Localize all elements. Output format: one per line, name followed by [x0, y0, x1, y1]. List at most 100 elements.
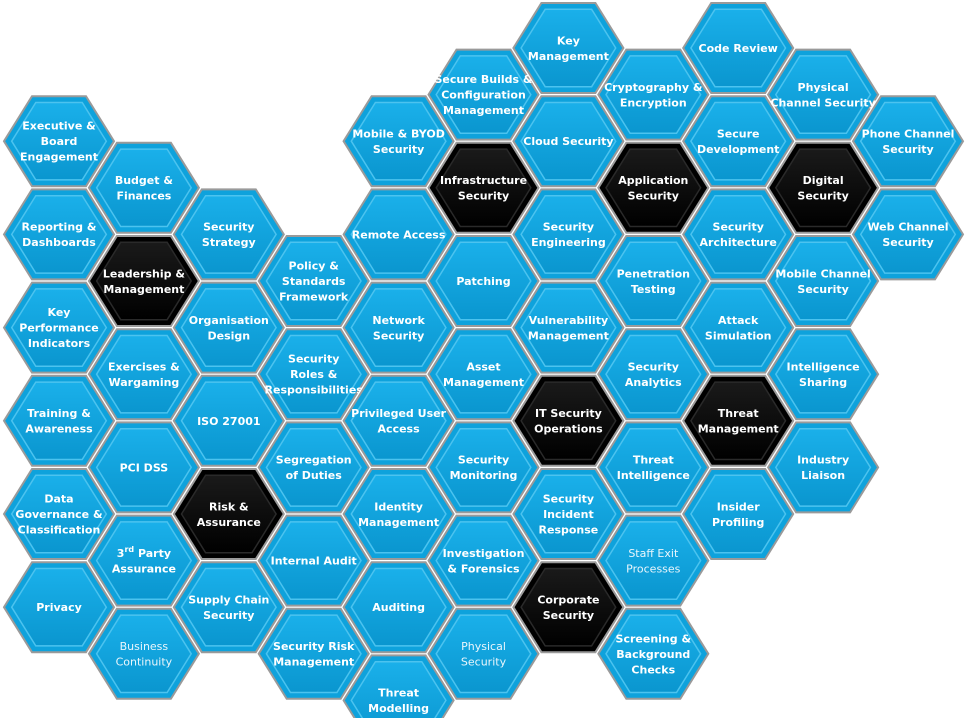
hex-patching: Patching	[427, 235, 540, 327]
hex-leadership-management: Leadership &Management	[87, 235, 201, 327]
hex-label: Key	[48, 306, 71, 319]
hex-label: Vulnerability	[529, 314, 608, 327]
hex-label: Awareness	[25, 423, 93, 436]
hex-label: Security	[882, 236, 933, 249]
hex-bevel	[520, 101, 617, 181]
hex-label: Penetration	[617, 267, 690, 280]
hex-bevel	[690, 194, 787, 274]
hex-label: Management	[358, 516, 439, 529]
hex-bevel	[605, 148, 702, 228]
hex-bevel	[690, 288, 787, 368]
hex-budget-finances: Budget &Finances	[87, 141, 201, 234]
hex-bevel	[859, 101, 957, 181]
hex-label: Security	[882, 143, 933, 156]
hex-label: Wargaming	[108, 376, 179, 389]
hex-label: Threat	[718, 407, 759, 420]
hex-label: Assurance	[197, 516, 261, 529]
hex-bevel	[520, 567, 617, 647]
hex-bevel	[774, 334, 872, 414]
hex-label: Classification	[18, 524, 101, 537]
hex-label: Response	[539, 524, 599, 537]
hex-label: Continuity	[116, 656, 173, 669]
hex-bevel	[180, 567, 277, 647]
hex-label: Screening &	[616, 632, 692, 645]
hex-bevel	[350, 567, 447, 647]
hex-label: Risk &	[209, 500, 249, 513]
hex-label: Architecture	[700, 236, 777, 249]
hex-bevel	[690, 381, 787, 461]
hex-label: Security Risk	[273, 640, 355, 653]
hex-bevel	[605, 614, 702, 694]
hex-label: Dashboards	[22, 236, 96, 249]
hex-bevel	[520, 474, 617, 554]
hex-bevel	[180, 474, 277, 554]
hex-label: Responsibilities	[265, 384, 364, 397]
hex-bevel	[350, 660, 447, 718]
hex-label: Exercises &	[108, 360, 180, 373]
hex-label: Policy &	[289, 260, 340, 273]
hex-label: Secure Builds &	[434, 73, 532, 86]
hex-label: Privileged User	[351, 407, 446, 420]
hex-label: ISO 27001	[197, 415, 260, 428]
hex-label: Reporting &	[22, 221, 97, 234]
hex-label: Encryption	[620, 96, 687, 109]
hex-risk-assurance: Risk & Assurance	[172, 468, 285, 560]
hex-label: Security	[458, 190, 509, 203]
hex-bevel	[265, 614, 362, 694]
hex-bevel	[10, 381, 108, 461]
hex-label: Engagement	[20, 151, 98, 164]
hex-bevel	[435, 148, 532, 228]
hex-label: Security	[458, 454, 509, 467]
hex-bevel	[435, 334, 532, 414]
hex-bevel	[95, 334, 193, 414]
hex-label: Testing	[631, 283, 676, 296]
hex-label: Simulation	[705, 329, 772, 342]
hex-label: PCI DSS	[120, 461, 169, 474]
hex-bevel	[180, 194, 277, 274]
hex-bevel	[520, 194, 617, 274]
hex-bevel	[95, 614, 193, 694]
hex-label: Access	[378, 423, 421, 436]
hex-label: Monitoring	[450, 469, 518, 482]
hex-auditing: Auditing	[342, 561, 455, 654]
hex-exercises-wargaming: Exercises & Wargaming	[87, 328, 201, 421]
hex-bevel	[10, 288, 108, 368]
hex-bevel	[180, 381, 277, 461]
hex-label: Analytics	[625, 376, 682, 389]
hex-label: Patching	[456, 275, 510, 288]
hex-label: Key	[557, 34, 580, 47]
hex-bevel	[180, 288, 277, 368]
hex-bevel	[435, 427, 532, 507]
hex-label: Management	[698, 423, 779, 436]
hex-label: Configuration	[441, 89, 526, 102]
hex-label: Security	[797, 190, 848, 203]
hex-label: Channel Security	[770, 96, 875, 109]
hex-label: Finances	[116, 190, 171, 203]
hex-bevel	[774, 241, 872, 321]
hex-bevel	[265, 241, 362, 321]
hex-label: Security	[543, 493, 594, 506]
hex-label: Processes	[626, 562, 680, 575]
hex-bevel	[605, 427, 702, 507]
hex-cryptography-encryption: Cryptography &Encryption	[597, 48, 710, 141]
hex-label: Security	[373, 143, 424, 156]
hex-label: Business	[120, 640, 169, 653]
hex-label: Standards	[282, 275, 346, 288]
hex-label: Indicators	[28, 337, 91, 350]
hex-label: Secure	[717, 127, 760, 140]
hex-training-awareness: Training &Awareness	[2, 374, 116, 467]
